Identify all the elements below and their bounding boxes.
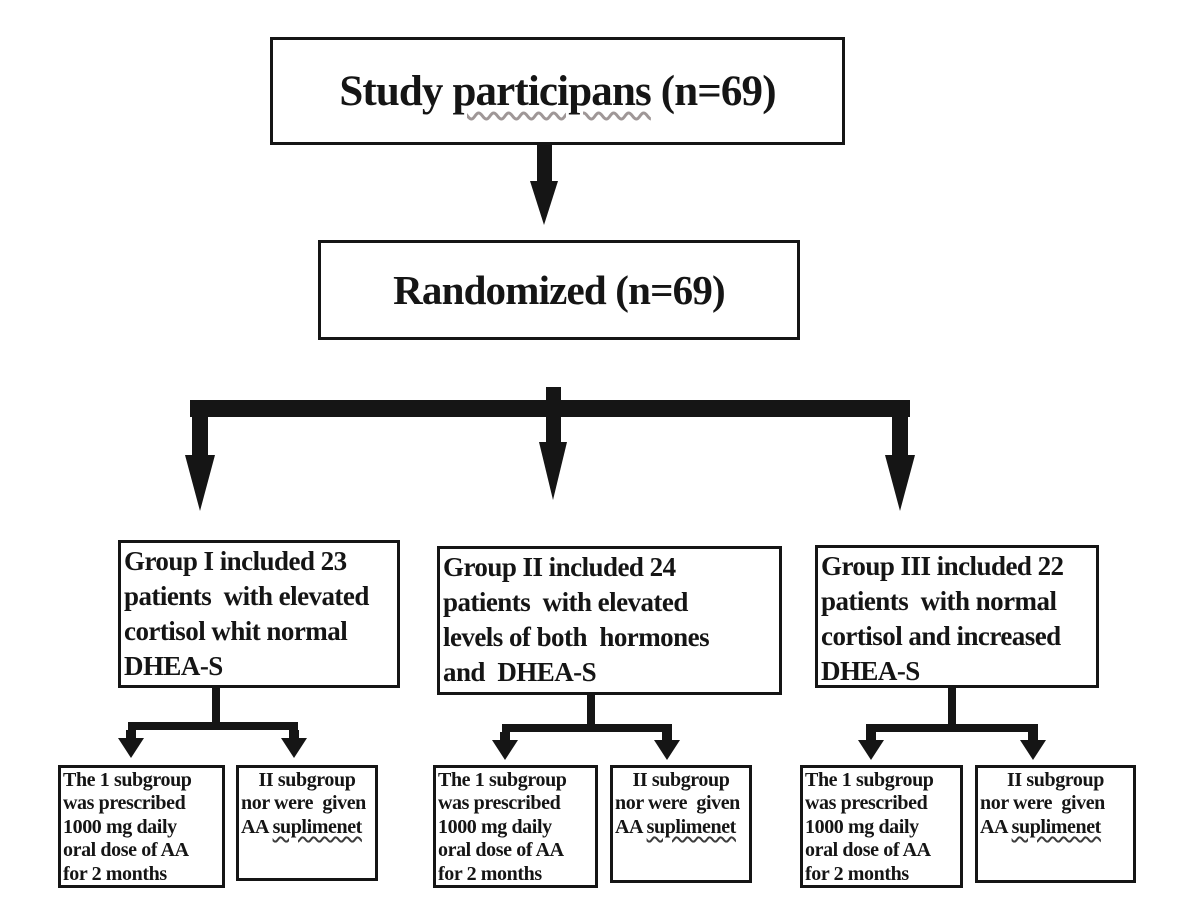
control-line-misspelled-word: suplimenet — [646, 815, 737, 838]
control-line: II subgroup — [1007, 769, 1104, 791]
treatment-line: The 1 subgroup — [438, 769, 567, 791]
group-3-line: patients with normal — [821, 586, 1057, 616]
control-line: nor were given — [241, 792, 366, 815]
treatment-line: was prescribed — [438, 792, 561, 815]
group-2-treatment-subgroup-box: The 1 subgroup was prescribed 1000 mg da… — [433, 765, 598, 888]
treatment-line: 1000 mg daily — [438, 815, 552, 838]
treatment-line: oral dose of AA — [63, 839, 189, 862]
group-2-line: patients with elevated — [443, 587, 688, 617]
treatment-line: The 1 subgroup — [805, 769, 934, 791]
group-3-left-arrow-head — [858, 740, 884, 760]
group-2-line: levels of both hormones — [443, 622, 710, 652]
group-3-left-arrow-shaft — [866, 732, 876, 741]
group-1-control-subgroup-box: II subgroup nor were given AA suplimenet — [236, 765, 378, 881]
group-3-box: Group III included 22 patients with norm… — [815, 545, 1099, 688]
arrow-to-group-3-shaft — [892, 400, 908, 455]
group-1-left-arrow-shaft — [126, 730, 136, 739]
treatment-line: for 2 months — [438, 862, 542, 885]
branch-bar — [190, 400, 910, 417]
group-2-right-arrow-head — [654, 740, 680, 760]
arrow-to-group-3-head — [885, 455, 915, 511]
treatment-line: oral dose of AA — [438, 839, 564, 862]
arrow-to-group-1-head — [185, 455, 215, 511]
group-1-line: DHEA-S — [124, 651, 223, 681]
group-2-control-subgroup-box: II subgroup nor were given AA suplimenet — [610, 765, 752, 883]
group-2-right-arrow-shaft — [662, 732, 672, 741]
group-3-line: Group III included 22 — [821, 551, 1064, 581]
group-1-splitter-bar — [128, 722, 298, 730]
control-line: AA suplimenet — [615, 816, 747, 839]
group-2-box: Group II included 24 patients with eleva… — [437, 546, 782, 695]
study-participants-label: Study participans (n=69) — [339, 67, 777, 116]
group-1-right-arrow-shaft — [289, 730, 299, 739]
group-1-left-arrow-head — [118, 738, 144, 758]
group-2-left-arrow-head — [492, 740, 518, 760]
group-3-line: DHEA-S — [821, 656, 920, 686]
control-line: AA suplimenet — [980, 816, 1131, 839]
control-line: II subgroup — [258, 769, 356, 791]
group-3-line: cortisol and increased — [821, 621, 1061, 651]
group-1-box: Group I included 23 patients with elevat… — [118, 540, 400, 688]
control-line: AA suplimenet — [241, 816, 373, 839]
study-label-misspelled-word: participans — [452, 67, 651, 115]
group-3-splitter-bar — [866, 724, 1038, 732]
group-2-line: Group II included 24 — [443, 552, 676, 582]
arrow-to-group-1-shaft — [192, 400, 208, 455]
group-1-treatment-subgroup-box: The 1 subgroup was prescribed 1000 mg da… — [58, 765, 225, 888]
control-line-prefix: AA — [241, 815, 273, 838]
group-3-splitter-stem — [948, 688, 956, 726]
treatment-line: The 1 subgroup — [63, 769, 192, 791]
randomized-box: Randomized (n=69) — [318, 240, 800, 340]
group-3-right-arrow-shaft — [1028, 732, 1038, 741]
arrow-to-group-2-head — [539, 442, 567, 500]
group-3-treatment-subgroup-box: The 1 subgroup was prescribed 1000 mg da… — [800, 765, 963, 888]
randomized-label: Randomized (n=69) — [393, 267, 726, 313]
control-line: nor were given — [615, 792, 740, 815]
group-1-right-arrow-head — [281, 738, 307, 758]
treatment-line: for 2 months — [805, 862, 909, 885]
study-label-prefix: Study — [339, 67, 453, 115]
control-line: nor were given — [980, 792, 1105, 815]
arrow-study-to-randomized-head — [530, 181, 558, 225]
control-line-prefix: AA — [980, 815, 1012, 838]
group-3-right-arrow-head — [1020, 740, 1046, 760]
group-1-line: patients with elevated — [124, 581, 369, 611]
treatment-line: for 2 months — [63, 862, 167, 885]
group-2-line: and DHEA-S — [443, 657, 597, 687]
group-1-splitter-stem — [212, 688, 220, 725]
group-1-line: Group I included 23 — [124, 546, 347, 576]
treatment-line: 1000 mg daily — [63, 815, 177, 838]
group-3-control-subgroup-box: II subgroup nor were given AA suplimenet — [975, 765, 1136, 883]
control-line: II subgroup — [632, 769, 730, 791]
arrow-study-to-randomized-shaft — [537, 145, 552, 181]
group-1-line: cortisol whit normal — [124, 616, 348, 646]
study-label-count: (n=69) — [650, 67, 777, 115]
treatment-line: was prescribed — [63, 792, 186, 815]
treatment-line: was prescribed — [805, 792, 928, 815]
control-line-prefix: AA — [615, 815, 647, 838]
group-2-splitter-bar — [502, 724, 672, 732]
control-line-misspelled-word: suplimenet — [1011, 815, 1102, 838]
control-line-misspelled-word: suplimenet — [272, 815, 363, 838]
treatment-line: oral dose of AA — [805, 839, 931, 862]
treatment-line: 1000 mg daily — [805, 815, 919, 838]
group-2-left-arrow-shaft — [500, 732, 510, 741]
group-2-splitter-stem — [587, 695, 595, 726]
study-participants-box: Study participans (n=69) — [270, 37, 845, 145]
